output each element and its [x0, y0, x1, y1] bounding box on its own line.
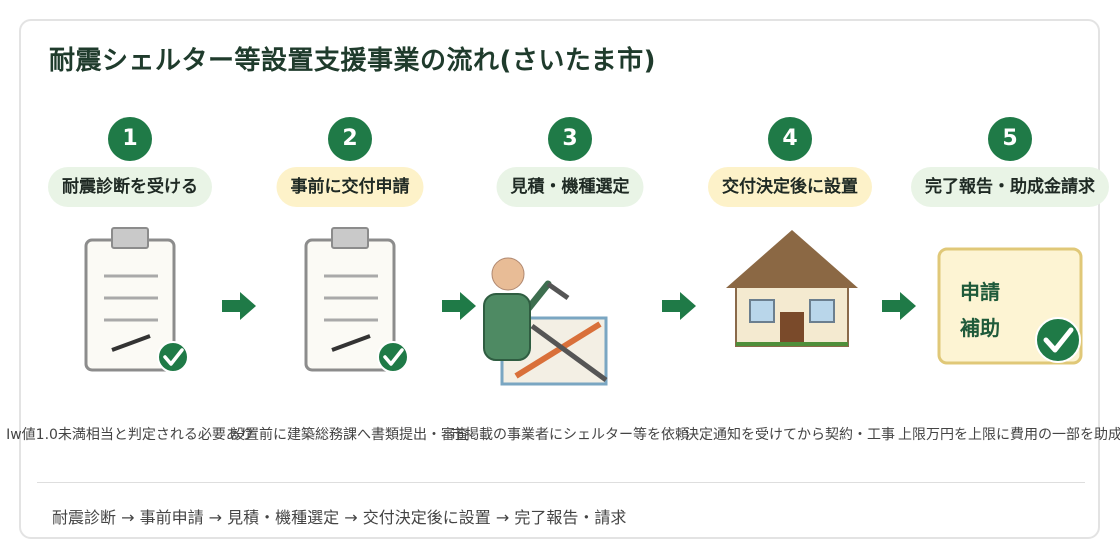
step-2-description: 設置前に建築総務課へ書類提出・審査 — [231, 427, 469, 443]
arrow-right-icon — [442, 292, 476, 320]
step-1-number: 1 — [108, 117, 152, 161]
flow-card — [19, 19, 1100, 539]
step-1-description: Iw値1.0未満相当と判定される必要あり — [6, 427, 254, 443]
step-1-label: 耐震診断を受ける — [48, 167, 212, 207]
board-text-subsidy: 補助 — [960, 316, 1000, 340]
step-2-label: 事前に交付申請 — [276, 167, 424, 207]
step-5-label: 完了報告・助成金請求 — [911, 167, 1109, 207]
house-icon — [726, 230, 858, 347]
step-4-description: 決定通知を受けてから契約・工事 — [685, 427, 895, 443]
clipboard-check-icon — [304, 227, 409, 373]
step-2-number: 2 — [328, 117, 372, 161]
flow-summary: 耐震診断 → 事前申請 → 見積・機種選定 → 交付決定後に設置 → 完了報告・… — [52, 508, 627, 527]
page-title: 耐震シェルター等設置支援事業の流れ(さいたま市) — [49, 46, 656, 76]
arrow-right-icon — [662, 292, 696, 320]
step-3-description: 市掲載の事業者にシェルター等を依頼 — [451, 427, 689, 443]
clipboard-check-icon — [84, 227, 189, 373]
worker-tools-icon — [483, 257, 608, 386]
step-4-label: 交付決定後に設置 — [708, 167, 872, 207]
arrow-right-icon — [882, 292, 916, 320]
step-5-number: 5 — [988, 117, 1032, 161]
subsidy-board-icon — [937, 247, 1083, 365]
step-3-label: 見積・機種選定 — [496, 167, 644, 207]
divider — [37, 482, 1085, 483]
arrow-right-icon — [222, 292, 256, 320]
step-3-number: 3 — [548, 117, 592, 161]
board-text-apply: 申請 — [960, 280, 1000, 304]
step-4-number: 4 — [768, 117, 812, 161]
step-5-description: 上限万円を上限に費用の一部を助成 — [898, 427, 1120, 443]
